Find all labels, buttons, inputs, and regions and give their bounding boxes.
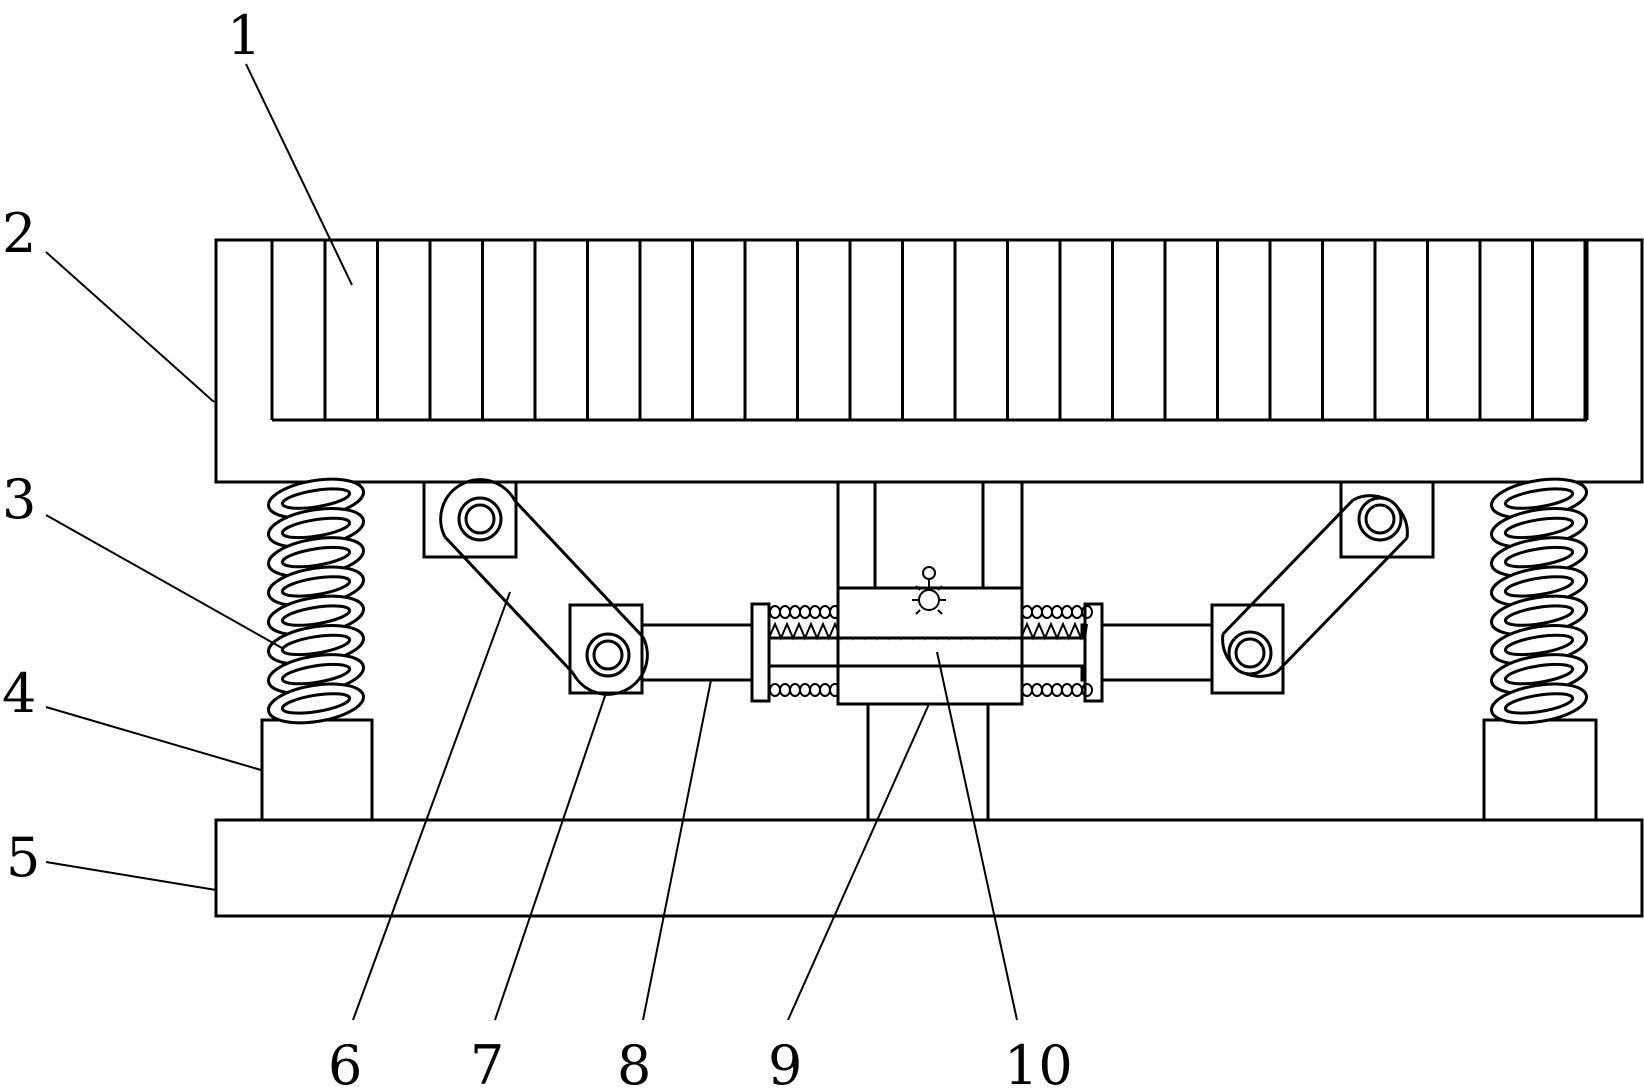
label-4: 4 xyxy=(2,662,36,725)
screw-coil xyxy=(770,606,780,618)
link-right xyxy=(1223,496,1408,677)
label-1: 1 xyxy=(227,4,261,67)
label-8: 8 xyxy=(617,1034,651,1091)
screw-coil xyxy=(1062,606,1072,618)
label-3: 3 xyxy=(2,468,36,531)
screw-coil xyxy=(780,684,790,696)
screw-coil xyxy=(790,606,800,618)
spring-seat-right xyxy=(1484,720,1596,820)
screw-coil xyxy=(1062,684,1072,696)
label-6: 6 xyxy=(328,1034,362,1091)
leader-6 xyxy=(353,592,510,1020)
link-left xyxy=(441,480,648,695)
screw-coil xyxy=(770,684,780,696)
leader-5 xyxy=(46,862,216,890)
spring-seat-left xyxy=(262,720,372,820)
screw-coil xyxy=(1042,606,1052,618)
leader-4 xyxy=(46,707,261,770)
leader-2 xyxy=(46,252,214,402)
spring-right xyxy=(1489,473,1589,729)
top-plate xyxy=(216,240,1642,482)
screw-coil xyxy=(820,684,830,696)
base-plate xyxy=(216,820,1642,916)
screw-coil xyxy=(1032,684,1042,696)
label-7: 7 xyxy=(470,1034,504,1091)
label-2: 2 xyxy=(2,202,36,265)
screw-coil xyxy=(1042,684,1052,696)
screw-coil xyxy=(1052,606,1062,618)
label-5: 5 xyxy=(6,826,40,889)
screw-coil xyxy=(810,606,820,618)
screw-coil xyxy=(780,606,790,618)
screw-coil xyxy=(800,606,810,618)
sleeve-end-left xyxy=(752,604,769,701)
leader-3 xyxy=(46,515,282,648)
screw-coil xyxy=(820,606,830,618)
screw-coil xyxy=(1032,606,1042,618)
label-9: 9 xyxy=(768,1034,802,1091)
screw-coil xyxy=(1072,684,1082,696)
label-10: 10 xyxy=(1004,1034,1073,1091)
screw-coil xyxy=(1072,606,1082,618)
screw-coil xyxy=(1052,684,1062,696)
screw-coil xyxy=(800,684,810,696)
screw-coil xyxy=(810,684,820,696)
spring-left xyxy=(266,473,366,729)
rod-left xyxy=(641,625,768,680)
screw-coil xyxy=(790,684,800,696)
